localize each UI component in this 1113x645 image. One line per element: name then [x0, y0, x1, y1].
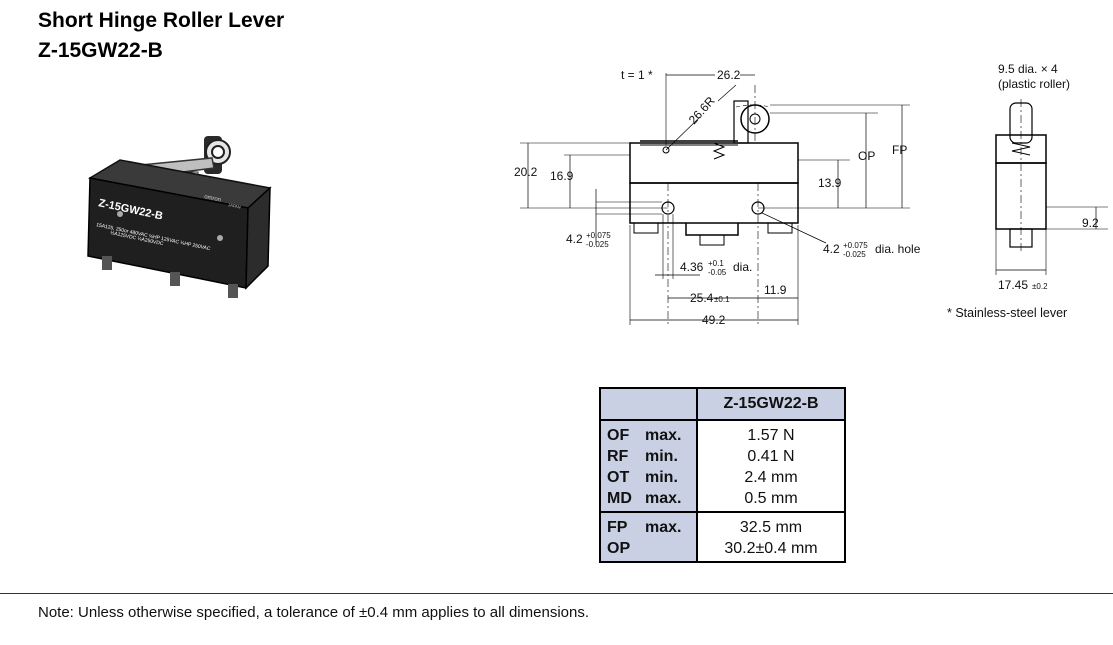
- height-right-dim: 13.9: [818, 176, 842, 190]
- param-value: 0.5 mm: [744, 490, 798, 507]
- param-name: OP: [607, 540, 631, 557]
- brand-marking: omron: [204, 194, 222, 203]
- hole-center-tol-plus: +0.1: [708, 259, 724, 268]
- hole-center-suffix: dia.: [733, 260, 752, 274]
- title-block: Short Hinge Roller Lever Z-15GW22-B: [38, 6, 284, 66]
- param-qualifier: min.: [645, 469, 678, 486]
- side-hole-height-dim: 9.2: [1082, 216, 1099, 230]
- country-marking: JAPAN: [228, 202, 241, 210]
- footer-divider: [0, 593, 1113, 594]
- param-name: RF: [607, 448, 629, 465]
- param-qualifier: max.: [645, 490, 682, 507]
- table-row: OF max. RF min. OT min. MD max. 1.57 N 0.41 …: [599, 419, 846, 513]
- param-value: 2.4 mm: [744, 469, 798, 486]
- hole-right-tol-plus: +0.075: [843, 241, 868, 250]
- side-width-dim: 17.45: [998, 278, 1028, 292]
- lever-length-dim: 26.2: [717, 68, 741, 82]
- value-group-1: 1.57 N 0.41 N 2.4 mm 0.5 mm: [696, 419, 846, 513]
- page-title: Short Hinge Roller Lever: [38, 9, 285, 32]
- param-group-1: OF max. RF min. OT min. MD max.: [599, 419, 698, 513]
- op-label: OP: [858, 149, 875, 163]
- param-value: 32.5 mm: [739, 519, 803, 536]
- param-group-2: FP max. OP: [599, 511, 698, 563]
- hole-center-dia: 4.36: [680, 260, 704, 274]
- hole-right-dia: 4.2: [823, 242, 840, 256]
- param-name: FP: [607, 519, 628, 536]
- terminal-icon: [170, 272, 180, 286]
- roller-note-2: (plastic roller): [998, 77, 1070, 91]
- hole-right-suffix: dia. hole: [875, 242, 921, 256]
- lever-radius-dim: 26.6R: [686, 94, 718, 127]
- hole-left-dia: 4.2: [566, 232, 583, 246]
- side-dimension-drawing: 9.5 dia. × 4 (plastic roller) 17.45 ±0.2…: [995, 62, 1108, 292]
- table-header-model: Z-15GW22-B: [696, 387, 846, 421]
- terminal-icon: [102, 256, 112, 270]
- pitch-tol: ±0.1: [714, 295, 730, 304]
- table-row: FP max. OP 32.5 mm 30.2±0.4 mm: [599, 511, 846, 563]
- param-qualifier: min.: [645, 448, 678, 465]
- param-name: MD: [607, 490, 632, 507]
- param-value: 0.41 N: [747, 448, 795, 465]
- pitch-dim: 25.4: [690, 291, 714, 305]
- terminal-icon: [228, 284, 238, 298]
- hole-left-tol-minus: -0.025: [586, 240, 609, 249]
- product-photo: Z-15GW22-B 15A125, 250or 480VAC ⅛HP 125V…: [87, 136, 272, 298]
- model-number: Z-15GW22-B: [38, 39, 163, 62]
- param-qualifier: max.: [645, 427, 682, 444]
- param-name: OF: [607, 427, 630, 444]
- lever-thickness-label: t = 1 *: [621, 68, 653, 82]
- front-dimension-drawing: t = 1 * 26.2 26.6R 20.2 16.9 13.9 OP FP …: [514, 68, 921, 327]
- height-left-inner-dim: 16.9: [550, 169, 574, 183]
- roller-note-1: 9.5 dia. × 4: [998, 62, 1058, 76]
- right-offset-dim: 11.9: [764, 283, 787, 297]
- param-qualifier: max.: [645, 519, 682, 536]
- table-header-row: Z-15GW22-B: [599, 387, 846, 421]
- hole-left-tol-plus: +0.075: [586, 231, 611, 240]
- footer-note: Note: Unless otherwise specified, a tole…: [38, 604, 590, 621]
- param-value: 30.2±0.4 mm: [724, 540, 818, 557]
- hole-center-tol-minus: -0.05: [708, 268, 727, 277]
- spec-table: Z-15GW22-B OF max. RF min. OT min. MD max. 1…: [599, 387, 846, 563]
- fp-label: FP: [892, 143, 907, 157]
- param-value: 1.57 N: [747, 427, 795, 444]
- table-header-blank: [599, 387, 698, 421]
- overall-length-dim: 49.2: [702, 313, 726, 327]
- height-left-outer-dim: 20.2: [514, 165, 538, 179]
- side-width-tol: ±0.2: [1032, 282, 1048, 291]
- lever-footnote: * Stainless-steel lever: [947, 306, 1068, 320]
- param-name: OT: [607, 469, 630, 486]
- hole-right-tol-minus: -0.025: [843, 250, 866, 259]
- value-group-2: 32.5 mm 30.2±0.4 mm: [696, 511, 846, 563]
